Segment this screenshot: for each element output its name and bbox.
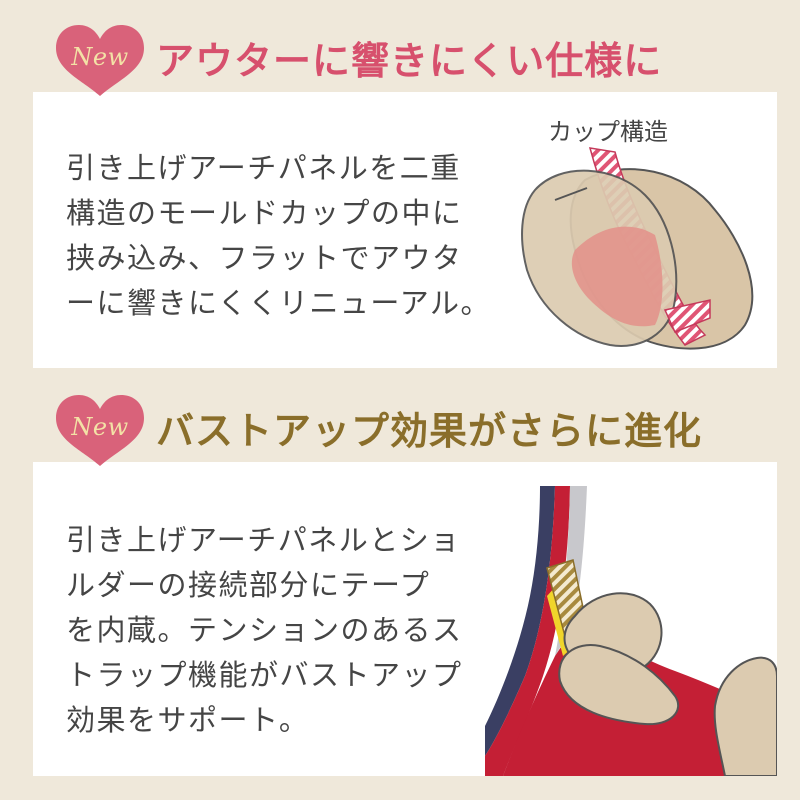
body-line: 効果をサポート。 — [66, 703, 310, 737]
section-1-new-badge: New — [52, 22, 148, 98]
body-line: トラップ機能がバストアップ — [66, 658, 463, 692]
section-2-new-badge: New — [52, 392, 148, 468]
body-line: を内蔵。テンションのあるス — [66, 613, 463, 647]
section-1-heading: アウターに響きにくい仕様に — [156, 39, 663, 83]
section-2-body: 引き上げアーチパネルとショ ルダーの接続部分にテープ を内蔵。テンションのあるス… — [66, 518, 463, 743]
new-badge-label: New — [71, 413, 129, 441]
body-line: 引き上げアーチパネルとショ — [66, 523, 461, 557]
cup-structure-illustration — [521, 147, 754, 350]
new-badge-label: New — [71, 43, 129, 71]
section-2-heading: バストアップ効果がさらに進化 — [156, 409, 703, 453]
body-line: ーに響きにくくリニューアル。 — [66, 286, 491, 320]
body-line: ルダーの接続部分にテープ — [66, 568, 431, 602]
heart-icon — [56, 25, 144, 96]
cup-structure-caption: カップ構造 — [548, 118, 668, 146]
body-line: 挟み込み、フラットでアウタ — [66, 241, 463, 275]
heart-icon — [56, 395, 144, 466]
bust-up-illustration — [485, 486, 777, 776]
body-line: 構造のモールドカップの中に — [66, 196, 463, 230]
body-line: 引き上げアーチパネルを二重 — [66, 151, 461, 185]
section-1-body: 引き上げアーチパネルを二重 構造のモールドカップの中に 挟み込み、フラットでアウ… — [66, 146, 491, 326]
